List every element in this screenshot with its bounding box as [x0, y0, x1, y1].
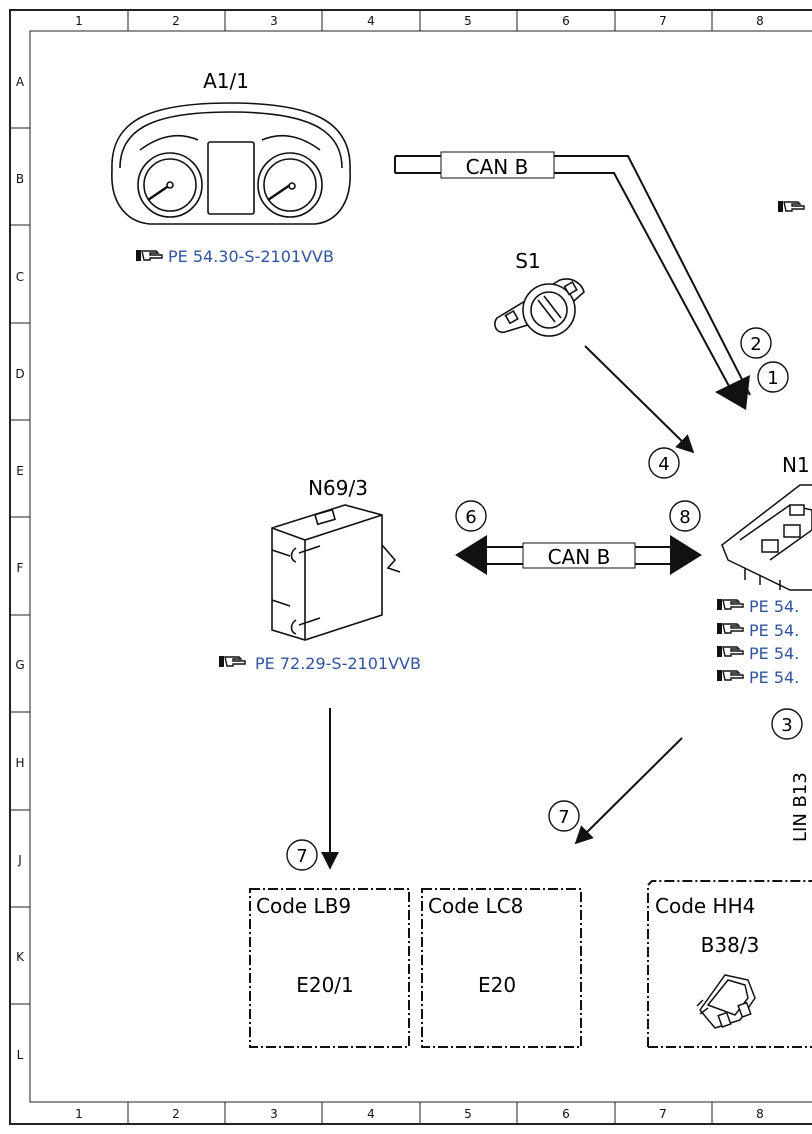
row-label: D — [15, 367, 24, 381]
col-label-top: 8 — [756, 14, 764, 28]
row-label: C — [16, 270, 24, 284]
col-label-bottom: 6 — [562, 1107, 570, 1121]
can-b-middle-label-box — [522, 542, 636, 569]
marker-6: 6 — [455, 500, 487, 532]
row-label: G — [15, 658, 24, 672]
row-label: H — [15, 756, 24, 770]
col-label-bottom: 4 — [367, 1107, 375, 1121]
svg-text:7: 7 — [296, 846, 307, 867]
pointing-hand-icon — [136, 250, 163, 261]
col-label-top: 3 — [270, 14, 278, 28]
can-b-bus-top — [394, 155, 751, 396]
code-box-hh4: Code HH4 B38/3 — [647, 880, 812, 1048]
row-label: K — [16, 950, 25, 964]
column-ruler-top — [127, 10, 713, 31]
row-label: E — [16, 464, 24, 478]
marker-8: 8 — [669, 500, 701, 532]
n1-reference-link[interactable]: PE 54. — [749, 621, 799, 640]
code-box-title: Code LB9 — [256, 894, 351, 918]
code-box-component: E20 — [478, 973, 516, 997]
svg-text:2: 2 — [750, 334, 761, 355]
lin-b13-label-partial: LIN B13 — [790, 772, 811, 842]
n69-label: N69/3 — [308, 476, 368, 500]
marker-7: 7 — [286, 839, 318, 871]
n1-label-partial: N1 — [782, 453, 810, 477]
s1-label: S1 — [515, 249, 540, 273]
col-label-top: 7 — [659, 14, 667, 28]
svg-text:4: 4 — [658, 454, 669, 475]
code-box-component: B38/3 — [701, 933, 760, 957]
can-b-top-label: CAN B — [466, 155, 529, 179]
sam-module-icon — [721, 484, 812, 591]
code-box-title: Code HH4 — [655, 894, 755, 918]
sensor-icon — [696, 974, 756, 1029]
marker-7: 7 — [548, 800, 580, 832]
col-label-bottom: 3 — [270, 1107, 278, 1121]
pointing-hand-icon — [717, 646, 744, 657]
col-label-top: 6 — [562, 14, 570, 28]
row-ruler — [10, 127, 30, 1005]
pointing-hand-icon — [219, 656, 246, 667]
pointing-hand-icon — [717, 599, 744, 610]
col-label-top: 1 — [75, 14, 83, 28]
col-label-top: 4 — [367, 14, 375, 28]
code-box-title: Code LC8 — [428, 894, 523, 918]
col-label-top: 5 — [464, 14, 472, 28]
pointing-hand-icon — [778, 201, 805, 212]
marker-3: 3 — [771, 708, 803, 740]
col-label-top: 2 — [172, 14, 180, 28]
sheet-border — [9, 9, 812, 1125]
s1-signal-arrow — [584, 345, 695, 454]
row-label: J — [17, 853, 22, 867]
svg-text:7: 7 — [558, 807, 569, 828]
col-label-bottom: 8 — [756, 1107, 764, 1121]
column-ruler-bottom — [127, 1102, 713, 1124]
col-label-bottom: 2 — [172, 1107, 180, 1121]
ignition-switch-icon — [494, 278, 585, 337]
code-box-lb9: Code LB9 E20/1 — [249, 888, 410, 1048]
col-label-bottom: 7 — [659, 1107, 667, 1121]
svg-text:6: 6 — [465, 507, 476, 528]
n1-output-arrow — [574, 737, 683, 845]
pointing-hand-icon — [717, 670, 744, 681]
row-label: A — [16, 75, 25, 89]
row-label: L — [17, 1048, 24, 1062]
can-b-top-label-box — [440, 151, 555, 179]
marker-4: 4 — [648, 447, 680, 479]
marker-2: 2 — [740, 327, 772, 359]
a11-label: A1/1 — [203, 69, 249, 93]
n1-reference-link[interactable]: PE 54. — [749, 668, 799, 687]
row-label: F — [17, 561, 24, 575]
n69-reference-link[interactable]: PE 72.29-S-2101VVB — [255, 654, 421, 673]
n1-reference-list: PE 54. PE 54. PE 54. PE 54. — [717, 597, 799, 687]
instrument-cluster-icon — [111, 102, 351, 225]
col-label-bottom: 1 — [75, 1107, 83, 1121]
can-b-middle-label: CAN B — [548, 545, 611, 569]
pointing-hand-icon — [717, 623, 744, 634]
svg-text:1: 1 — [767, 368, 778, 389]
svg-text:3: 3 — [781, 715, 792, 736]
marker-1: 1 — [757, 361, 789, 393]
n1-reference-link[interactable]: PE 54. — [749, 644, 799, 663]
drawing-area-border — [29, 30, 812, 1103]
code-box-component: E20/1 — [296, 973, 354, 997]
a11-reference-link[interactable]: PE 54.30-S-2101VVB — [168, 247, 334, 266]
code-box-lc8: Code LC8 E20 — [421, 888, 582, 1048]
row-label: B — [16, 172, 24, 186]
n1-reference-link[interactable]: PE 54. — [749, 597, 799, 616]
can-b-top-arrowhead — [715, 375, 750, 410]
col-label-bottom: 5 — [464, 1107, 472, 1121]
control-module-icon — [271, 504, 401, 641]
svg-text:8: 8 — [679, 507, 690, 528]
